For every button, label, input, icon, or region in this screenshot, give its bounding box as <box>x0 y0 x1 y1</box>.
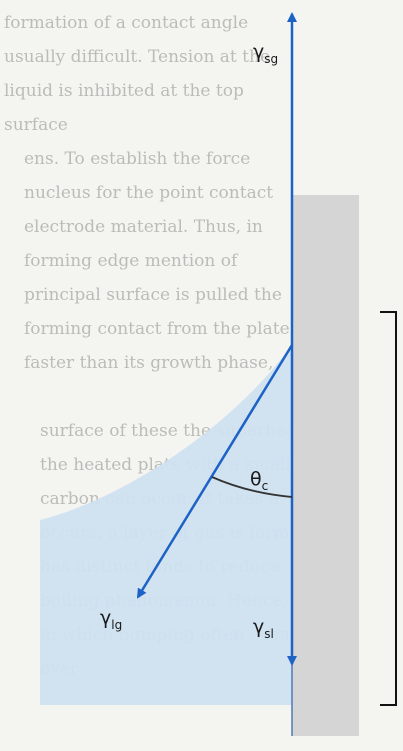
background-text-line: surface <box>4 115 68 135</box>
background-text-line: nucleus for the point contact <box>24 183 273 203</box>
background-text-line: forming edge mention of <box>24 251 239 271</box>
gamma-lg-label: γlg <box>100 607 122 632</box>
solid-wall <box>292 195 359 736</box>
background-text-line: faster than its growth phase, <box>24 353 273 373</box>
gamma-lg-vector <box>136 344 294 599</box>
background-text-line: principal surface is pulled the <box>24 285 282 305</box>
gamma-sg-label: γsg <box>253 41 278 66</box>
background-text-line: formation of a contact angle <box>4 13 248 33</box>
contact-angle-arc <box>211 476 293 498</box>
liquid-region <box>40 345 292 705</box>
gamma-sl-label: γsl <box>253 616 274 641</box>
background-text-line: electrode material. Thus, in <box>24 217 263 237</box>
right-bracket <box>380 311 397 706</box>
theta-c-label: θc <box>250 468 268 493</box>
background-text-line: usually difficult. Tension at the <box>4 47 270 67</box>
background-text-line: ens. To establish the force <box>24 149 250 169</box>
background-text-line: liquid is inhibited at the top <box>4 81 244 101</box>
background-text-line: forming contact from the plate <box>24 319 290 339</box>
